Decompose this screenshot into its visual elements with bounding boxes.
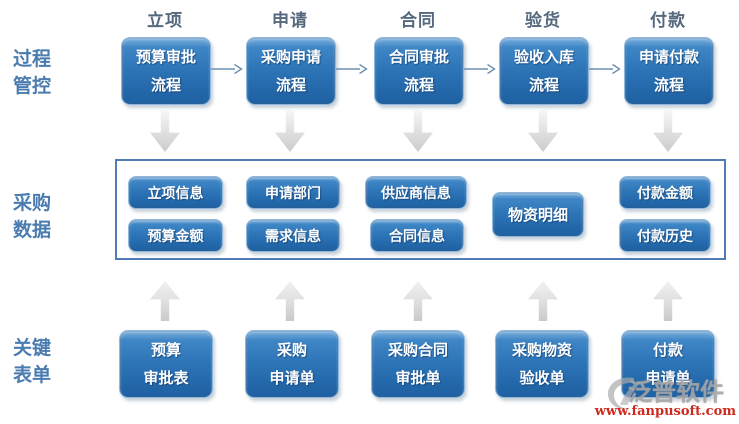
process-box-line: 流程 bbox=[275, 76, 306, 94]
column-header-lixiang: 立项 bbox=[147, 11, 183, 31]
watermark: 泛普软件 www.fanpusoft.com bbox=[595, 371, 738, 421]
process-box-line: 采购申请 bbox=[260, 48, 321, 66]
form-box-material-receipt-form: 采购物资 验收单 bbox=[495, 330, 589, 398]
down-block-arrow-icon bbox=[275, 110, 305, 152]
flow-arrow-icon bbox=[336, 63, 368, 75]
process-box-line: 合同审批 bbox=[388, 48, 449, 66]
watermark-brand-text: 泛普软件 bbox=[628, 378, 724, 406]
data-box-request-department: 申请部门 bbox=[246, 176, 340, 209]
watermark-url-text: www.fanpusoft.com bbox=[594, 404, 736, 419]
process-box-payment-request: 申请付款 流程 bbox=[624, 37, 714, 105]
row-label-line: 表单 bbox=[13, 364, 52, 386]
form-box-line: 付款 bbox=[652, 341, 683, 359]
process-box-line: 验收入库 bbox=[513, 48, 574, 66]
row-label-process-control: 过程 管控 bbox=[13, 46, 83, 100]
up-block-arrow-icon bbox=[150, 281, 180, 321]
form-box-line: 采购 bbox=[276, 341, 307, 359]
process-box-receive-warehouse: 验收入库 流程 bbox=[499, 37, 589, 105]
process-box-budget-approval: 预算审批 流程 bbox=[121, 37, 211, 105]
flow-arrow-icon bbox=[589, 63, 621, 75]
data-box-supplier-info: 供应商信息 bbox=[365, 176, 467, 209]
data-box-material-detail: 物资明细 bbox=[492, 192, 584, 237]
form-box-line: 审批单 bbox=[395, 369, 441, 387]
up-block-arrow-icon bbox=[275, 281, 305, 321]
process-box-line: 流程 bbox=[653, 76, 684, 94]
column-header-hetong: 合同 bbox=[400, 11, 436, 31]
data-box-budget-amount: 预算金额 bbox=[128, 219, 223, 252]
data-box-payment-history: 付款历史 bbox=[619, 219, 711, 252]
row-label-line: 关键 bbox=[13, 337, 52, 359]
process-box-purchase-request: 采购申请 流程 bbox=[246, 37, 336, 105]
process-box-line: 流程 bbox=[150, 76, 181, 94]
form-box-line: 申请单 bbox=[645, 369, 691, 387]
row-label-line: 管控 bbox=[13, 75, 52, 97]
row-label-line: 过程 bbox=[13, 48, 52, 70]
data-box-project-info: 立项信息 bbox=[128, 176, 223, 209]
form-box-line: 申请单 bbox=[269, 369, 315, 387]
column-header-shenqing: 申请 bbox=[272, 11, 308, 31]
row-label-line: 数据 bbox=[13, 219, 52, 241]
form-box-line: 预算 bbox=[150, 341, 181, 359]
column-header-yanhuo: 验货 bbox=[525, 11, 561, 31]
up-block-arrow-icon bbox=[403, 281, 433, 321]
form-box-line: 采购物资 bbox=[511, 341, 572, 359]
form-box-budget-approval-form: 预算 审批表 bbox=[119, 330, 213, 398]
fanpu-logo-icon bbox=[607, 377, 642, 410]
flow-arrow-icon bbox=[211, 63, 243, 75]
process-box-contract-approval: 合同审批 流程 bbox=[374, 37, 464, 105]
down-block-arrow-icon bbox=[403, 110, 433, 152]
form-box-line: 审批表 bbox=[143, 369, 189, 387]
data-box-contract-info: 合同信息 bbox=[370, 219, 464, 252]
form-box-contract-approval-form: 采购合同 审批单 bbox=[371, 330, 465, 398]
form-box-line: 采购合同 bbox=[387, 341, 448, 359]
down-block-arrow-icon bbox=[528, 110, 558, 152]
up-block-arrow-icon bbox=[528, 281, 558, 321]
row-label-key-forms: 关键 表单 bbox=[13, 335, 83, 389]
process-box-line: 申请付款 bbox=[638, 48, 699, 66]
column-header-fukuan: 付款 bbox=[650, 11, 686, 31]
row-label-line: 采购 bbox=[13, 192, 52, 214]
data-box-payment-amount: 付款金额 bbox=[619, 176, 711, 209]
form-box-line: 验收单 bbox=[519, 369, 565, 387]
process-box-line: 流程 bbox=[403, 76, 434, 94]
process-box-line: 流程 bbox=[528, 76, 559, 94]
data-box-demand-info: 需求信息 bbox=[246, 219, 340, 252]
form-box-purchase-request-form: 采购 申请单 bbox=[245, 330, 339, 398]
row-label-procurement-data: 采购 数据 bbox=[13, 190, 83, 244]
flow-arrow-icon bbox=[464, 63, 496, 75]
up-block-arrow-icon bbox=[653, 281, 683, 321]
down-block-arrow-icon bbox=[150, 110, 180, 152]
down-block-arrow-icon bbox=[653, 110, 683, 152]
process-box-line: 预算审批 bbox=[135, 48, 196, 66]
